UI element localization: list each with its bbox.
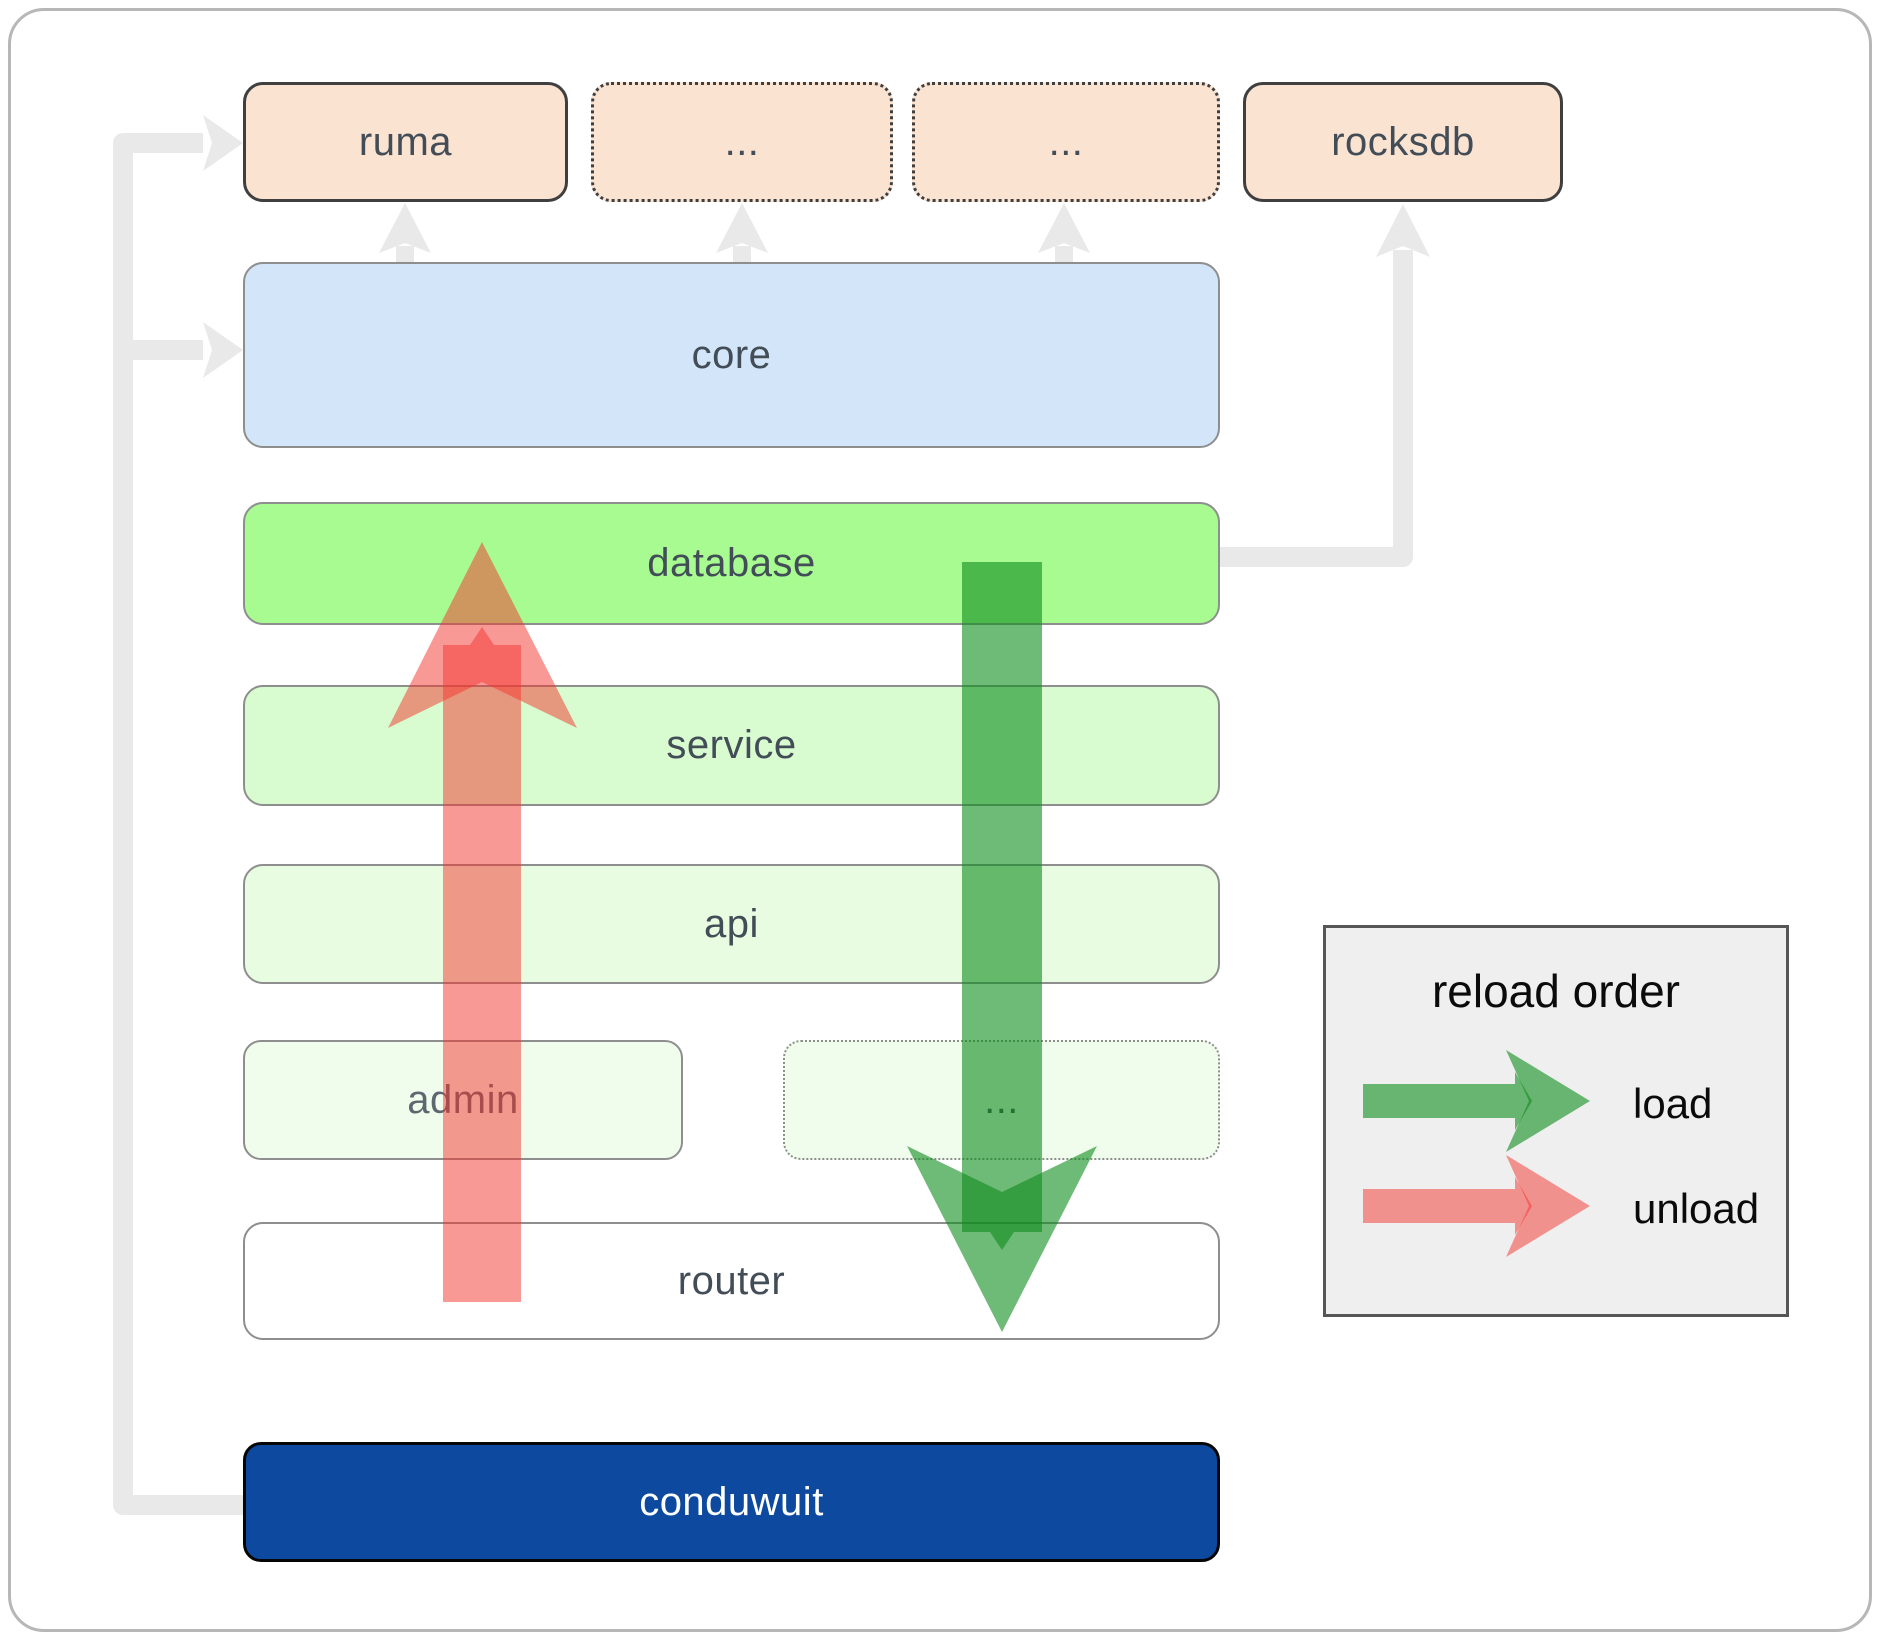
box-ellipsis-2: ... xyxy=(912,82,1220,202)
box-database-label: database xyxy=(647,541,816,585)
box-ellipsis-1-label: ... xyxy=(724,119,760,164)
box-api: api xyxy=(243,864,1220,984)
box-api-label: api xyxy=(704,901,759,946)
box-ellipsis-3: ... xyxy=(783,1040,1220,1160)
box-service-label: service xyxy=(666,723,797,767)
box-admin-label: admin xyxy=(407,1077,519,1122)
legend-load-label: load xyxy=(1633,1080,1713,1127)
box-router-label: router xyxy=(677,1258,786,1303)
box-ruma-label: ruma xyxy=(358,119,453,164)
box-ruma: ruma xyxy=(243,82,568,202)
box-core: core xyxy=(243,262,1220,448)
box-router: router xyxy=(243,1222,1220,1340)
box-database: database xyxy=(243,502,1220,625)
box-conduwuit: conduwuit xyxy=(243,1442,1220,1562)
legend-unload-label: unload xyxy=(1633,1185,1760,1232)
box-ellipsis-2-label: ... xyxy=(1048,119,1084,164)
box-ellipsis-1: ... xyxy=(591,82,893,202)
box-core-label: core xyxy=(691,332,772,377)
legend: reload order load unload xyxy=(1323,925,1789,1317)
box-admin: admin xyxy=(243,1040,683,1160)
box-rocksdb-label: rocksdb xyxy=(1331,119,1475,164)
box-service: service xyxy=(243,685,1220,806)
box-rocksdb: rocksdb xyxy=(1243,82,1563,202)
box-conduwuit-label: conduwuit xyxy=(639,1479,824,1524)
legend-title: reload order xyxy=(1431,965,1681,1017)
box-ellipsis-3-label: ... xyxy=(984,1077,1019,1122)
diagram-frame xyxy=(8,8,1872,1632)
